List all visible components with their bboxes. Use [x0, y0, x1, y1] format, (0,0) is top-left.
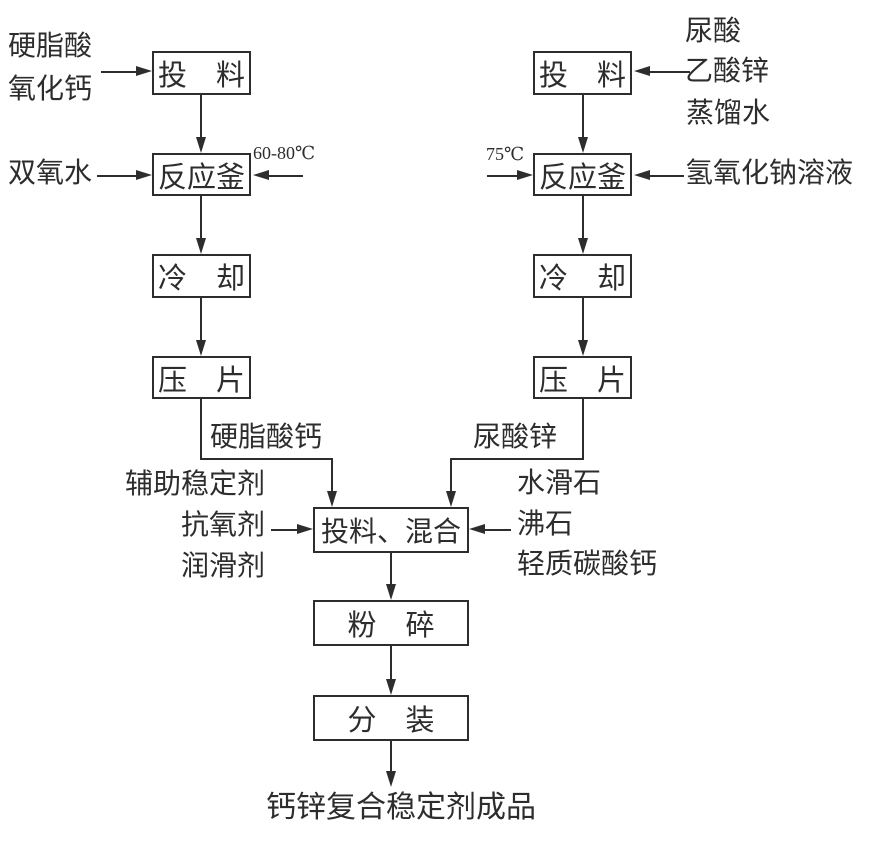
connector-line — [484, 529, 511, 531]
process-box-reactor-left: 反应釜 — [152, 153, 251, 196]
arrowhead-left-icon — [253, 170, 269, 180]
process-box-reactor-right: 反应釜 — [533, 153, 632, 196]
additive-label-hydrotalcite: 水滑石 — [517, 468, 602, 499]
process-box-label: 冷 却 — [157, 263, 245, 295]
connector-line — [200, 399, 202, 460]
arrowhead-right-icon — [136, 170, 152, 180]
process-box-label: 冷 却 — [538, 263, 626, 295]
connector-line — [268, 175, 303, 177]
connector-line — [582, 399, 584, 460]
connector-line — [450, 458, 584, 460]
arrowhead-down-icon — [386, 679, 396, 695]
input-label-uric-acid: 尿酸 — [685, 16, 742, 47]
connector-line — [200, 196, 202, 238]
arrowhead-down-icon — [578, 137, 588, 153]
process-box-press-right: 压 片 — [533, 356, 632, 399]
connector-line — [97, 175, 137, 177]
process-box-cool-left: 冷 却 — [152, 254, 251, 298]
connector-line — [331, 458, 333, 492]
process-box-label: 压 片 — [157, 364, 245, 397]
connector-line — [200, 458, 333, 460]
connector-line — [582, 196, 584, 238]
process-box-label: 压 片 — [538, 364, 626, 397]
connector-line — [390, 553, 392, 585]
arrowhead-down-icon — [196, 137, 206, 153]
connector-line — [200, 95, 202, 137]
connector-line — [582, 95, 584, 137]
process-box-label: 投 料 — [157, 60, 245, 92]
temperature-label-left: 60-80℃ — [253, 143, 316, 163]
process-box-feed-left: 投 料 — [152, 51, 251, 95]
additive-label-lubricant: 润滑剂 — [181, 551, 266, 582]
process-box-label: 分 装 — [347, 705, 435, 737]
connector-line — [450, 458, 452, 492]
process-box-pack: 分 装 — [313, 695, 469, 741]
process-box-label: 投 料 — [538, 60, 626, 92]
connector-line — [390, 741, 392, 772]
arrowhead-down-icon — [386, 771, 396, 787]
input-label-stearic-acid: 硬脂酸 — [8, 31, 93, 62]
process-box-cool-right: 冷 却 — [533, 254, 632, 298]
intermediate-label-zinc-urate: 尿酸锌 — [473, 422, 558, 453]
arrowhead-down-icon — [446, 491, 456, 507]
input-label-zinc-acetate: 乙酸锌 — [685, 56, 770, 87]
process-box-label: 反应釜 — [538, 161, 626, 194]
additive-label-aux-stabilizer: 辅助稳定剂 — [125, 469, 266, 500]
arrowhead-down-icon — [196, 340, 206, 356]
process-box-label: 粉 碎 — [347, 610, 435, 642]
arrowhead-down-icon — [327, 491, 337, 507]
arrowhead-right-icon — [517, 170, 533, 180]
arrowhead-right-icon — [297, 524, 313, 534]
arrowhead-left-icon — [634, 170, 650, 180]
process-box-feed-right: 投 料 — [533, 51, 632, 95]
additive-label-zeolite: 沸石 — [517, 509, 574, 540]
input-label-distilled-water: 蒸馏水 — [686, 98, 771, 129]
process-box-label: 投料、混合 — [320, 517, 461, 548]
connector-line — [649, 71, 690, 73]
arrowhead-down-icon — [386, 584, 396, 600]
connector-line — [271, 529, 298, 531]
arrowhead-down-icon — [196, 238, 206, 254]
additive-label-light-calcium-carbonate: 轻质碳酸钙 — [517, 549, 658, 580]
arrowhead-down-icon — [578, 340, 588, 356]
process-box-mix: 投料、混合 — [313, 507, 469, 553]
input-label-hydrogen-peroxide: 双氧水 — [8, 158, 93, 189]
process-box-crush: 粉 碎 — [313, 600, 469, 646]
connector-line — [487, 175, 518, 177]
connector-line — [649, 175, 684, 177]
additive-label-antioxidant: 抗氧剂 — [181, 510, 266, 541]
connector-line — [390, 646, 392, 680]
input-label-calcium-oxide: 氧化钙 — [8, 74, 93, 105]
arrowhead-left-icon — [634, 66, 650, 76]
connector-line — [101, 71, 137, 73]
connector-line — [582, 298, 584, 340]
arrowhead-left-icon — [469, 524, 485, 534]
arrowhead-right-icon — [136, 66, 152, 76]
process-box-press-left: 压 片 — [152, 356, 251, 399]
final-product-label: 钙锌复合稳定剂成品 — [266, 791, 536, 824]
arrowhead-down-icon — [578, 238, 588, 254]
temperature-label-right: 75℃ — [486, 144, 525, 164]
intermediate-label-calcium-stearate: 硬脂酸钙 — [210, 422, 323, 453]
process-box-label: 反应釜 — [157, 161, 245, 194]
connector-line — [200, 298, 202, 340]
input-label-sodium-hydroxide: 氢氧化钠溶液 — [685, 158, 854, 189]
